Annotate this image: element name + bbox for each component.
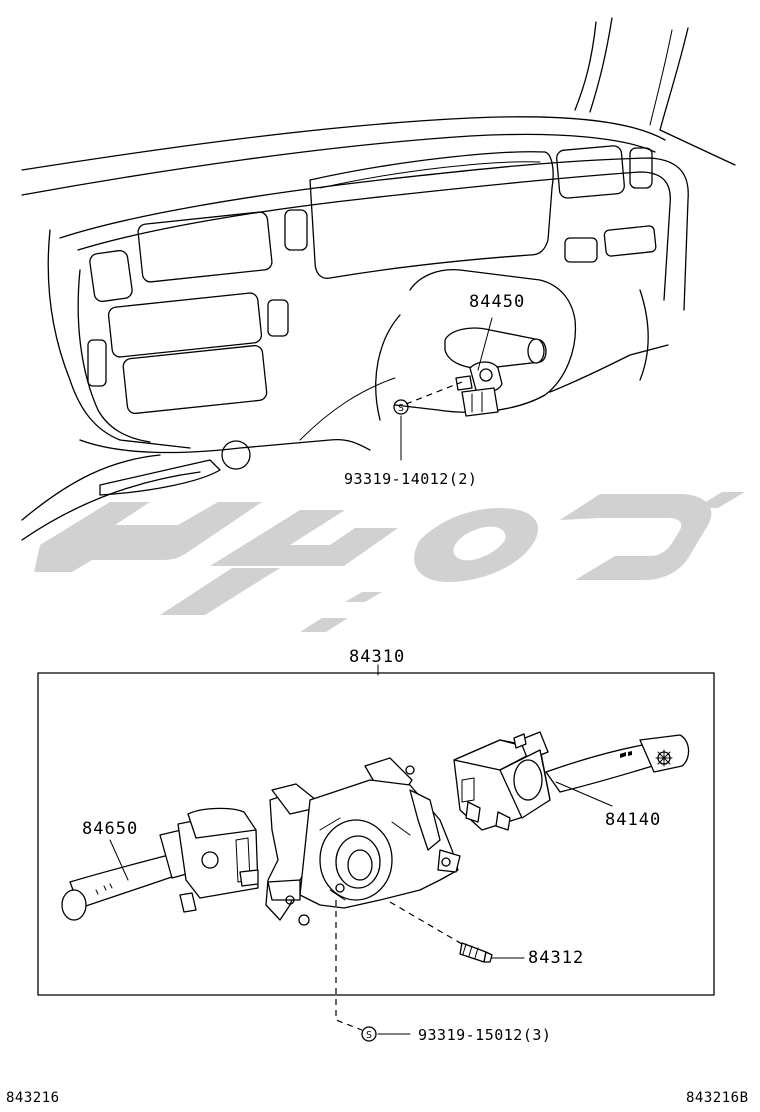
combination-switch-assy-frame [37,672,715,996]
screw-symbol-lower-text: S [366,1030,372,1041]
part-label-93319-15012: 93319-15012(3) [418,1026,551,1044]
headlamp-turn-switch [453,731,690,831]
pin-part [459,942,493,963]
reference-code-right: 843216B [686,1090,749,1106]
instrument-panel-illustration [21,17,736,541]
combination-switch-body [265,757,461,926]
cruise-control-switch [455,361,503,417]
part-label-84310: 84310 [349,647,405,667]
screw-symbol-upper: S [393,399,409,415]
part-label-84650: 84650 [82,819,138,839]
screw-symbol-upper-text: S [398,403,404,414]
part-label-84140: 84140 [605,810,661,830]
part-label-93319-14012: 93319-14012(2) [344,470,477,488]
wiper-switch [61,807,259,921]
watermark-logo [34,492,745,632]
screw-symbol-lower: S [361,1026,377,1042]
part-label-84312: 84312 [528,948,584,968]
reference-code-left: 843216 [6,1090,60,1106]
part-label-84450: 84450 [469,292,525,312]
